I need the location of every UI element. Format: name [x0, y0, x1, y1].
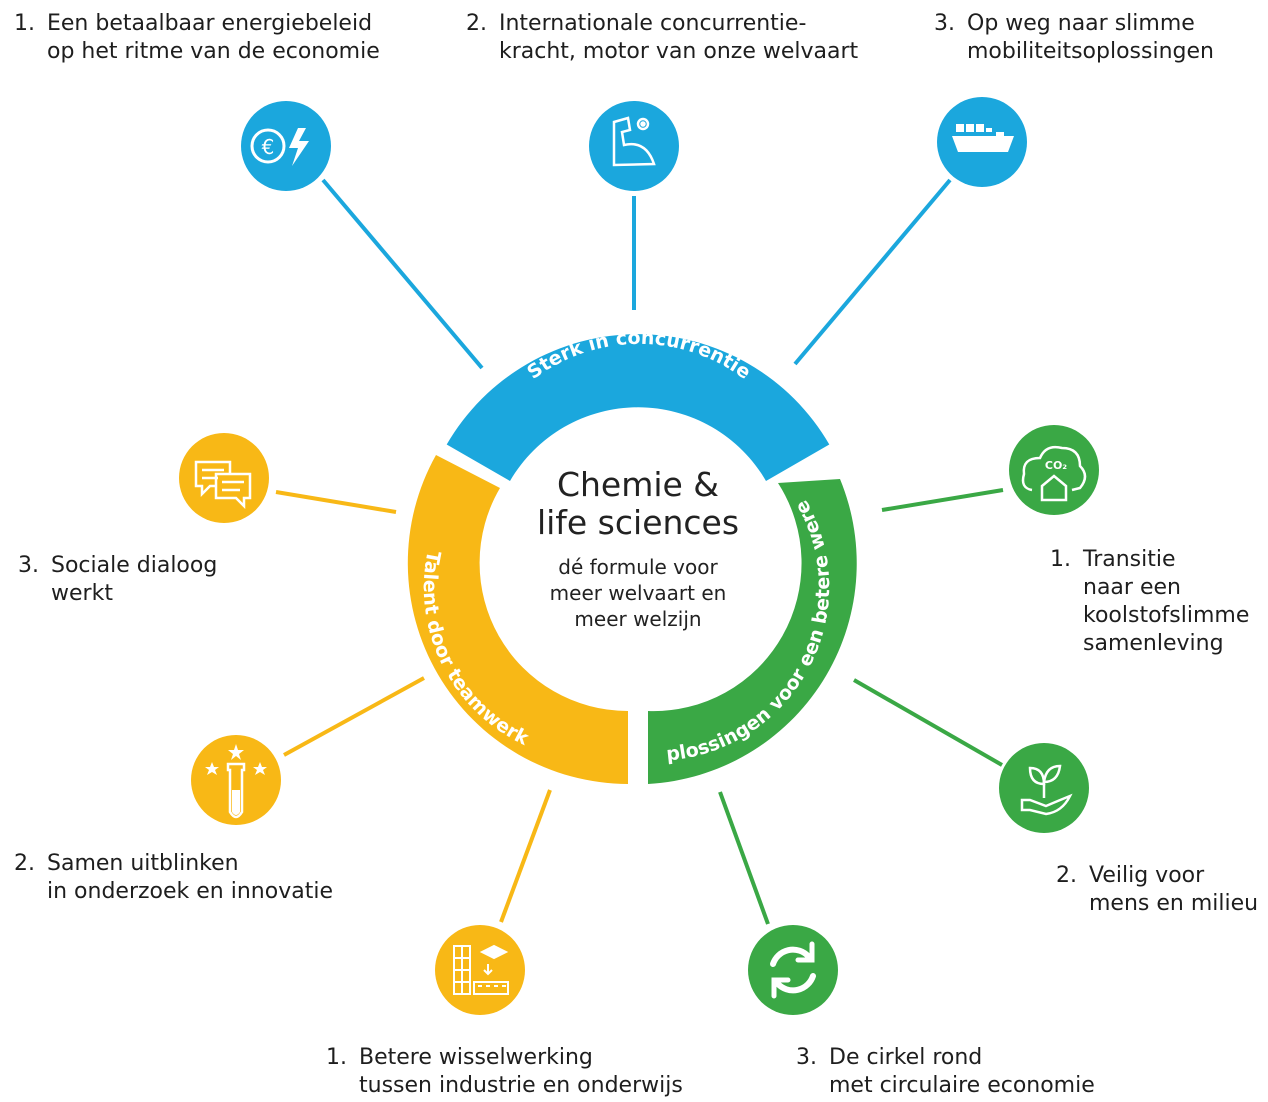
label-dialogue: 3. Sociale dialoog werkt	[18, 552, 217, 608]
speech-bubbles-icon	[194, 460, 252, 510]
label-mobility-line1: Op weg naar slimme	[967, 11, 1195, 36]
label-circular-line1: De cirkel rond	[829, 1045, 983, 1070]
label-transition: 1. Transitie naar een koolstofslimme sam…	[1050, 546, 1249, 658]
connector-energy	[321, 178, 484, 370]
label-education-num: 1.	[326, 1045, 347, 1070]
center-subtitle-line3: meer welzijn	[574, 607, 702, 631]
recycle-arrows-icon	[770, 941, 816, 999]
ring-segment-talent	[407, 455, 628, 784]
strong-arm-gear-icon	[612, 116, 656, 167]
connector-safety	[853, 678, 1003, 767]
label-circular-line2: met circulaire economie	[829, 1073, 1095, 1098]
center-subtitle-line2: meer welvaart en	[549, 581, 727, 605]
center-title-line2: life sciences	[536, 503, 740, 542]
icon-transition: CO₂	[1009, 425, 1099, 515]
label-dialogue-num: 3.	[18, 553, 39, 578]
label-dialogue-line2: werkt	[51, 581, 113, 606]
label-competitiveness: 2. Internationale concurrentie- kracht, …	[466, 10, 858, 66]
label-competitiveness-line2: kracht, motor van onze welvaart	[499, 39, 859, 64]
connector-dialogue	[275, 490, 397, 514]
icon-energy: €	[241, 101, 331, 191]
icon-mobility	[937, 97, 1027, 187]
label-mobility-line2: mobiliteitsoplossingen	[967, 39, 1214, 64]
ring: Sterk in concurrentie Oplossingen voor e…	[0, 0, 857, 784]
label-circular-num: 3.	[796, 1045, 817, 1070]
label-mobility-num: 3.	[934, 11, 955, 36]
icon-safety	[999, 743, 1089, 833]
label-energy-line1: Een betaalbaar energiebeleid	[47, 11, 373, 36]
label-research: 2. Samen uitblinken in onderzoek en inno…	[14, 850, 333, 906]
label-education-line1: Betere wisselwerking	[359, 1045, 593, 1070]
label-mobility: 3. Op weg naar slimme mobiliteitsoplossi…	[934, 10, 1214, 66]
label-energy-num: 1.	[14, 11, 35, 36]
label-education: 1. Betere wisselwerking tussen industrie…	[326, 1044, 683, 1100]
connector-lines	[275, 178, 1004, 925]
label-dialogue-line1: Sociale dialoog	[51, 553, 218, 578]
label-energy: 1. Een betaalbaar energiebeleid op het r…	[14, 10, 380, 66]
icon-research	[191, 735, 281, 825]
label-competitiveness-num: 2.	[466, 11, 487, 36]
label-competitiveness-line1: Internationale concurrentie-	[499, 11, 807, 36]
label-transition-line1: Transitie	[1083, 547, 1176, 572]
label-transition-line3: koolstofslimme	[1083, 603, 1250, 628]
cargo-ship-icon	[952, 124, 1014, 152]
connector-mobility	[793, 178, 952, 366]
icon-education	[435, 925, 525, 1015]
icon-circular	[748, 925, 838, 1015]
test-tube-stars-icon	[205, 744, 267, 819]
label-safety: 2. Veilig voor mens en milieu	[1056, 862, 1258, 918]
hand-plant-icon	[1020, 764, 1073, 816]
label-circular: 3. De cirkel rond met circulaire economi…	[796, 1044, 1095, 1100]
co2-house-icon: CO₂	[1021, 445, 1087, 502]
center-title: Chemie & life sciences	[520, 466, 756, 542]
svg-text:€: €	[262, 135, 275, 159]
school-factory-icon	[453, 944, 509, 995]
svg-text:CO₂: CO₂	[1045, 459, 1067, 472]
connector-research	[283, 676, 425, 757]
label-research-line1: Samen uitblinken	[47, 851, 239, 876]
connector-circular	[718, 791, 770, 925]
label-education-line2: tussen industrie en onderwijs	[359, 1073, 683, 1098]
icon-competitiveness	[589, 101, 679, 191]
connector-transition	[881, 488, 1004, 512]
label-research-line2: in onderzoek en innovatie	[47, 879, 333, 904]
label-transition-line4: samenleving	[1083, 631, 1224, 656]
euro-lightning-icon: €	[250, 128, 309, 166]
center-title-line1: Chemie &	[556, 465, 720, 504]
label-safety-line1: Veilig voor	[1089, 863, 1205, 888]
center-subtitle-line1: dé formule voor	[558, 555, 718, 579]
label-safety-line2: mens en milieu	[1089, 891, 1259, 916]
label-research-num: 2.	[14, 851, 35, 876]
label-transition-num: 1.	[1050, 547, 1071, 572]
label-energy-line2: op het ritme van de economie	[47, 39, 380, 64]
label-transition-line2: naar een	[1083, 575, 1181, 600]
connector-education	[499, 789, 552, 923]
ring-segment-solutions	[648, 479, 857, 784]
label-safety-num: 2.	[1056, 863, 1077, 888]
icon-dialogue	[179, 433, 269, 523]
ring-segment-competitiveness	[446, 334, 830, 481]
center-subtitle: dé formule voor meer welvaart en meer we…	[520, 554, 756, 632]
